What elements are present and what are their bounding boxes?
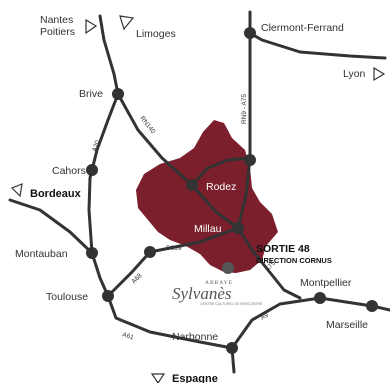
logo-name: Sylvanès (172, 284, 232, 303)
logo-tagline: CENTRE CULTUREL DE RENCONTRE (200, 302, 263, 306)
road-label-d999: D999 (166, 245, 182, 252)
road-label-a61: A61 (121, 331, 135, 341)
label-poitiers: Poitiers (40, 26, 75, 38)
label-brive: Brive (79, 88, 103, 100)
node-rodez (186, 179, 198, 191)
road-brive-rodez (116, 92, 194, 187)
arrow-bordeaux-icon (10, 183, 23, 198)
arrow-lyon-icon (373, 66, 386, 82)
label-nantes: Nantes (40, 14, 73, 26)
road-a61 (106, 294, 234, 350)
road-label-a68: A68 (130, 272, 143, 285)
node-rn9 (244, 154, 256, 166)
label-clermont: Clermont-Ferrand (261, 22, 344, 34)
road-bordeaux-montauban (8, 198, 94, 255)
city-nodes (86, 27, 378, 354)
road-label-rn9: RN9 - A75 (241, 94, 248, 124)
label-bordeaux: Bordeaux (30, 188, 82, 200)
label-montpellier: Montpellier (300, 277, 352, 289)
road-d999 (148, 226, 240, 254)
exit-subtitle: DIRECTION CORNUS (256, 256, 332, 265)
exit-title: SORTIE 48 (256, 243, 310, 255)
node-clermont (244, 27, 256, 39)
label-marseille: Marseille (326, 319, 368, 331)
direction-arrows (10, 15, 386, 383)
road-network (8, 10, 390, 374)
road-label-a9: A9 (260, 312, 271, 322)
label-toulouse: Toulouse (46, 291, 88, 303)
label-limoges: Limoges (136, 28, 176, 40)
millau-label: Millau (194, 223, 222, 235)
exit-48-marker (222, 262, 234, 274)
road-label-a20: A20 (91, 139, 101, 153)
node-cahors (86, 164, 98, 176)
rodez-label: Rodez (206, 181, 236, 193)
road-brive-cahors-montauban (87, 92, 120, 255)
node-toulouse (102, 290, 114, 302)
logo-top: ABBAYE (205, 280, 233, 286)
node-d999 (144, 246, 156, 258)
label-espagne: Espagne (172, 373, 218, 383)
road-clermont (248, 31, 387, 60)
node-narbonne (226, 342, 238, 354)
node-brive (112, 88, 124, 100)
node-marseille (366, 300, 378, 312)
node-millau (232, 222, 244, 234)
road-montauban-toulouse (90, 251, 110, 298)
arrow-nantes-icon (85, 18, 98, 35)
label-cahors: Cahors (52, 165, 86, 177)
arrow-limoges-icon (119, 15, 135, 31)
road-rodez-millau (190, 183, 240, 230)
road-limoges-brive (98, 14, 120, 96)
label-montauban: Montauban (15, 248, 68, 260)
node-montauban (86, 247, 98, 259)
road-rodez-junction (190, 156, 252, 187)
node-montpellier (314, 292, 326, 304)
label-narbonne: Narbonne (172, 331, 218, 343)
road-a68 (106, 250, 152, 298)
arrow-espagne-icon (150, 373, 166, 383)
abbey-logo: ABBAYE Sylvanès CENTRE CULTUREL DE RENCO… (172, 280, 263, 306)
road-a75 (236, 226, 302, 300)
road-rn9-south (236, 156, 252, 230)
label-lyon: Lyon (343, 68, 366, 80)
